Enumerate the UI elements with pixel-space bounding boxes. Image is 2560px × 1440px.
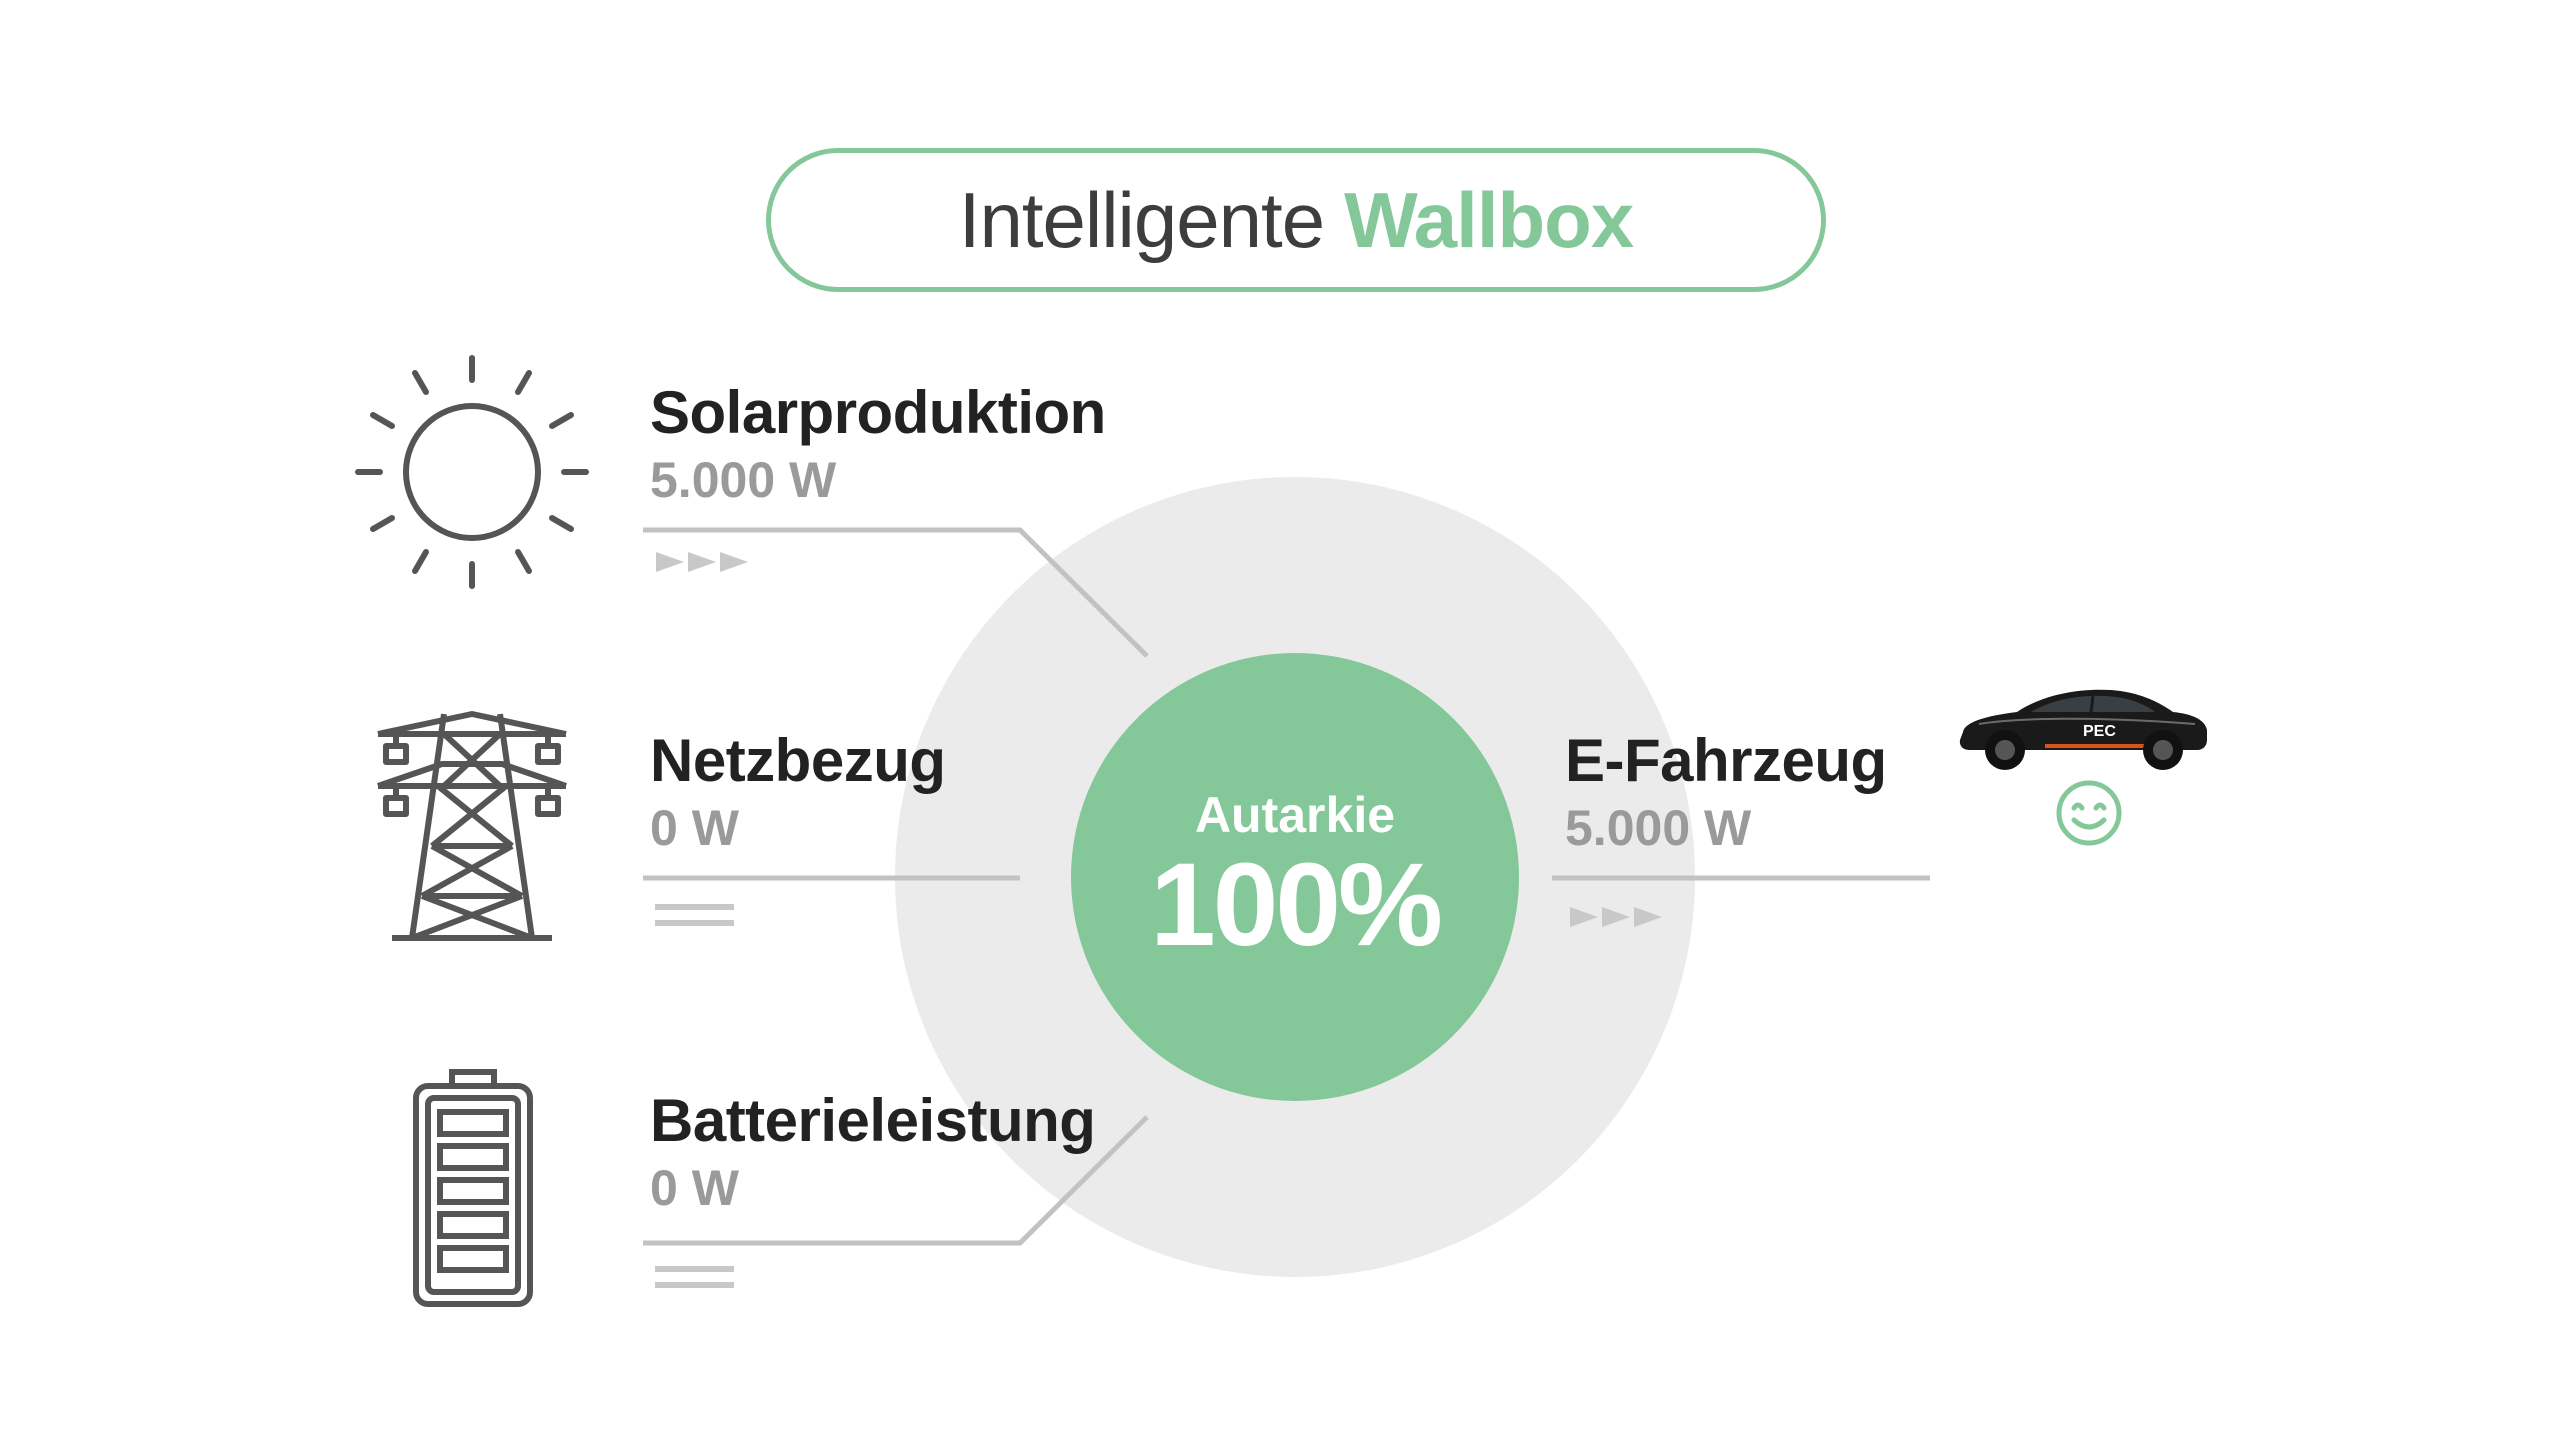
autarkie-value: 100%	[1150, 839, 1443, 971]
grid-item: Netzbezug 0 W	[650, 728, 946, 858]
svg-text:PEC: PEC	[2083, 723, 2116, 740]
title-pill: Intelligente Wallbox	[766, 148, 1826, 292]
battery-item: Batterieleistung 0 W	[650, 1087, 1096, 1218]
smiley-icon	[2054, 778, 2124, 848]
battery-icon	[412, 1068, 534, 1308]
title-highlight: Wallbox	[1344, 175, 1634, 264]
autarkie-label: Autarkie	[1194, 787, 1396, 843]
car-icon: PEC	[1955, 680, 2211, 780]
solar-item: Solarproduktion 5.000 W	[650, 380, 1106, 510]
vehicle-flow-arrows	[1570, 907, 1662, 927]
autarkie-display: Autarkie 100%	[1070, 650, 1520, 1100]
grid-idle-indicator	[655, 904, 734, 926]
solar-flow-arrows	[656, 552, 748, 572]
power-pylon-icon	[372, 706, 572, 946]
autarkie-circle	[1071, 653, 1519, 1101]
vehicle-value: 5.000 W	[1565, 800, 1752, 856]
grid-label: Netzbezug	[650, 727, 946, 794]
battery-label: Batterieleistung	[650, 1087, 1096, 1154]
grid-value: 0 W	[650, 800, 739, 856]
solar-connector-line	[643, 527, 1149, 658]
battery-idle-indicator	[655, 1266, 734, 1288]
battery-value: 0 W	[650, 1160, 739, 1216]
title-prefix: Intelligente	[958, 175, 1325, 264]
vehicle-label: E-Fahrzeug	[1565, 727, 1887, 794]
sun-icon	[352, 352, 592, 592]
battery-connector-line	[643, 1115, 1149, 1246]
solar-value: 5.000 W	[650, 452, 837, 508]
solar-label: Solarproduktion	[650, 379, 1106, 446]
vehicle-item: E-Fahrzeug 5.000 W	[1565, 728, 1887, 858]
